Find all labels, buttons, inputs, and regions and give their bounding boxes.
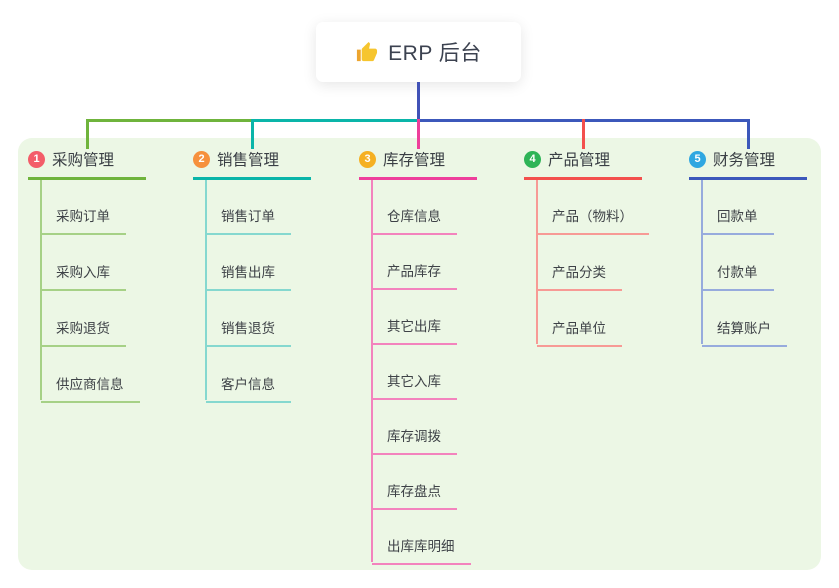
thumbs-up-icon <box>355 41 378 64</box>
branch-node-1[interactable]: 1 采购管理 <box>28 148 146 180</box>
root-connector-line <box>416 82 420 122</box>
branch-node-4[interactable]: 4 产品管理 <box>524 148 642 180</box>
branch-number-badge: 4 <box>524 150 541 168</box>
child-node[interactable]: 回款单 <box>702 199 774 235</box>
children-connector-line <box>701 180 703 344</box>
child-node[interactable]: 库存调拨 <box>372 419 457 455</box>
branch-number-badge: 5 <box>689 150 706 168</box>
rail-segment-branch-1 <box>87 119 252 122</box>
branch-number-badge: 3 <box>359 150 376 168</box>
drop-line-branch-4 <box>581 119 585 149</box>
branch-node-label: 产品管理 <box>548 152 611 169</box>
drop-line-branch-1 <box>85 119 89 149</box>
child-node[interactable]: 其它入库 <box>372 364 457 400</box>
child-node[interactable]: 销售出库 <box>206 255 291 291</box>
branch-node-label: 销售管理 <box>217 152 280 169</box>
branch-number-badge: 1 <box>28 150 45 168</box>
child-node[interactable]: 结算账户 <box>702 311 787 347</box>
child-node[interactable]: 销售订单 <box>206 199 291 235</box>
branch-node-3[interactable]: 3 库存管理 <box>359 148 477 180</box>
mindmap-panel <box>18 138 821 570</box>
drop-line-branch-5 <box>746 119 750 149</box>
branch-node-label: 采购管理 <box>52 152 115 169</box>
branch-node-5[interactable]: 5 财务管理 <box>689 148 807 180</box>
rail-segment-branch-2 <box>252 119 418 122</box>
root-node-label: ERP 后台 <box>388 42 482 65</box>
child-node[interactable]: 产品（物料） <box>537 199 649 235</box>
children-connector-line <box>536 180 538 344</box>
child-node[interactable]: 其它出库 <box>372 309 457 345</box>
child-node[interactable]: 采购订单 <box>41 199 126 235</box>
children-connector-line <box>371 180 373 562</box>
child-node[interactable]: 客户信息 <box>206 367 291 403</box>
branch-node-2[interactable]: 2 销售管理 <box>193 148 311 180</box>
child-node[interactable]: 采购退货 <box>41 311 126 347</box>
child-node[interactable]: 采购入库 <box>41 255 126 291</box>
child-node[interactable]: 供应商信息 <box>41 367 140 403</box>
drop-line-branch-3 <box>416 119 420 149</box>
branch-node-label: 库存管理 <box>383 152 446 169</box>
child-node[interactable]: 产品库存 <box>372 254 457 290</box>
mindmap-root-node[interactable]: ERP 后台 <box>316 22 521 82</box>
child-node[interactable]: 销售退货 <box>206 311 291 347</box>
branch-number-badge: 2 <box>193 150 210 168</box>
child-node[interactable]: 库存盘点 <box>372 474 457 510</box>
child-node[interactable]: 产品分类 <box>537 255 622 291</box>
child-node[interactable]: 出库库明细 <box>372 529 471 565</box>
child-node[interactable]: 仓库信息 <box>372 199 457 235</box>
child-node[interactable]: 产品单位 <box>537 311 622 347</box>
child-node[interactable]: 付款单 <box>702 255 774 291</box>
branch-node-label: 财务管理 <box>713 152 776 169</box>
drop-line-branch-2 <box>250 119 254 149</box>
